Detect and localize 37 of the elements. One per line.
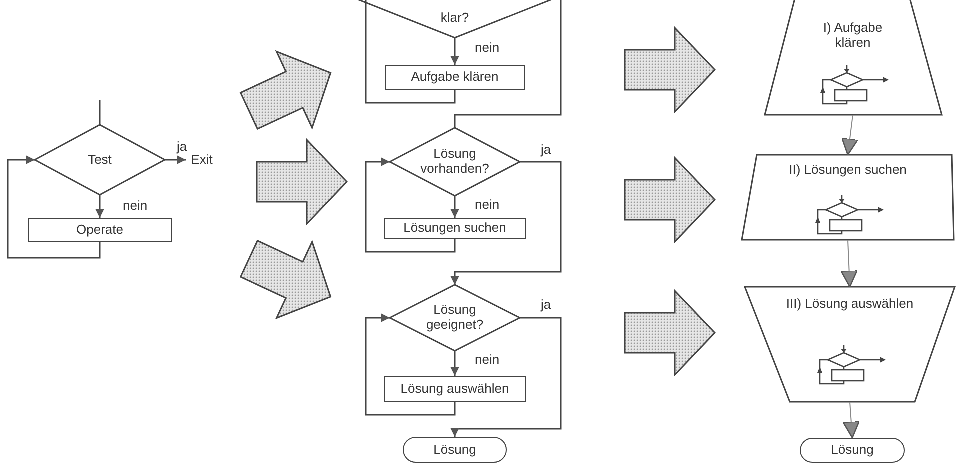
stage-trapezoid (740, 155, 956, 240)
decision-diamond: Lösung geeignet? (390, 285, 520, 351)
arrow (365, 314, 456, 416)
connector-line (454, 0, 562, 128)
arrow (96, 195, 104, 218)
edge-label: ja (176, 140, 188, 154)
terminal-box: Lösung (800, 438, 905, 463)
arrow (450, 161, 562, 285)
edge-label: nein (122, 199, 149, 213)
arrow (450, 196, 460, 218)
arrow (7, 156, 101, 259)
stage-trapezoid (744, 287, 956, 402)
terminal-box: Lösung (403, 437, 507, 463)
decision-diamond: Lösung vorhanden? (390, 128, 520, 196)
process-box: Lösungen suchen (384, 218, 526, 239)
arrow (841, 114, 859, 156)
arrow (450, 317, 562, 437)
edge-label: ja (540, 298, 552, 312)
arrow (450, 351, 460, 376)
connector-line (99, 100, 101, 125)
arrow (842, 402, 860, 439)
arrow (450, 38, 460, 65)
edge-label: nein (474, 198, 501, 212)
edge-label: ja (540, 143, 552, 157)
decision-diamond: Test (35, 125, 165, 195)
exit-label: Exit (186, 151, 218, 169)
process-box: Lösung auswählen (384, 376, 526, 402)
edge-label: nein (474, 41, 501, 55)
edge-label: nein (474, 353, 501, 367)
arrow (165, 156, 186, 164)
process-box: Operate (28, 218, 172, 242)
stage-title: III) Lösung auswählen (786, 297, 914, 312)
arrow (365, 158, 456, 253)
arrow (840, 240, 858, 288)
process-box: Aufgabe klären (385, 65, 525, 90)
stage-title: II) Lösungen suchen (789, 163, 907, 178)
stage-title: I) Aufgabe klären (822, 21, 884, 51)
